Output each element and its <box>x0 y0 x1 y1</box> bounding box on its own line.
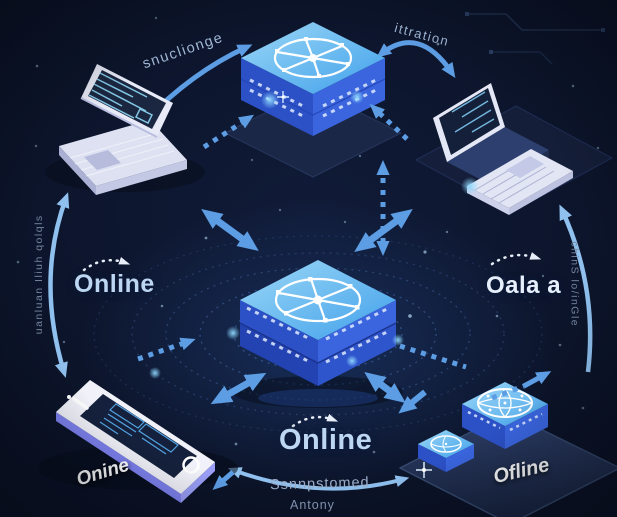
status-label-center: Online <box>279 424 373 456</box>
dashed-track-center-to-platform <box>399 343 467 370</box>
caption-bottom-arc-primary: Ssnnpstomed <box>269 474 370 494</box>
smartphone-bottom-left <box>38 380 238 503</box>
caption-right-edge-vertical: chinS lo/inGle <box>568 241 581 328</box>
laptop-top-left <box>45 64 205 195</box>
arrow-center-to-upper-left <box>201 209 259 251</box>
workstation-top-right <box>414 83 614 215</box>
server-boxes-bottom-right <box>399 382 617 517</box>
status-label-right: Oala a <box>486 272 562 299</box>
arrow-into-platform-southwest <box>398 389 427 414</box>
arrow-platform-northeast <box>522 371 552 389</box>
dotted-arc-left <box>82 256 131 272</box>
caption-left-edge-vertical: uanluan Iliuh qolqls <box>32 214 45 335</box>
arrow-phone-to-center-dashed <box>137 337 196 362</box>
dotted-arc-right <box>490 252 542 266</box>
caption-bottom-arc-secondary: Antony <box>290 498 335 512</box>
left-arc-arrow <box>48 192 70 378</box>
status-label-left: Online <box>74 270 155 298</box>
hub-server-top <box>224 22 402 178</box>
circuit-traces <box>465 12 605 65</box>
